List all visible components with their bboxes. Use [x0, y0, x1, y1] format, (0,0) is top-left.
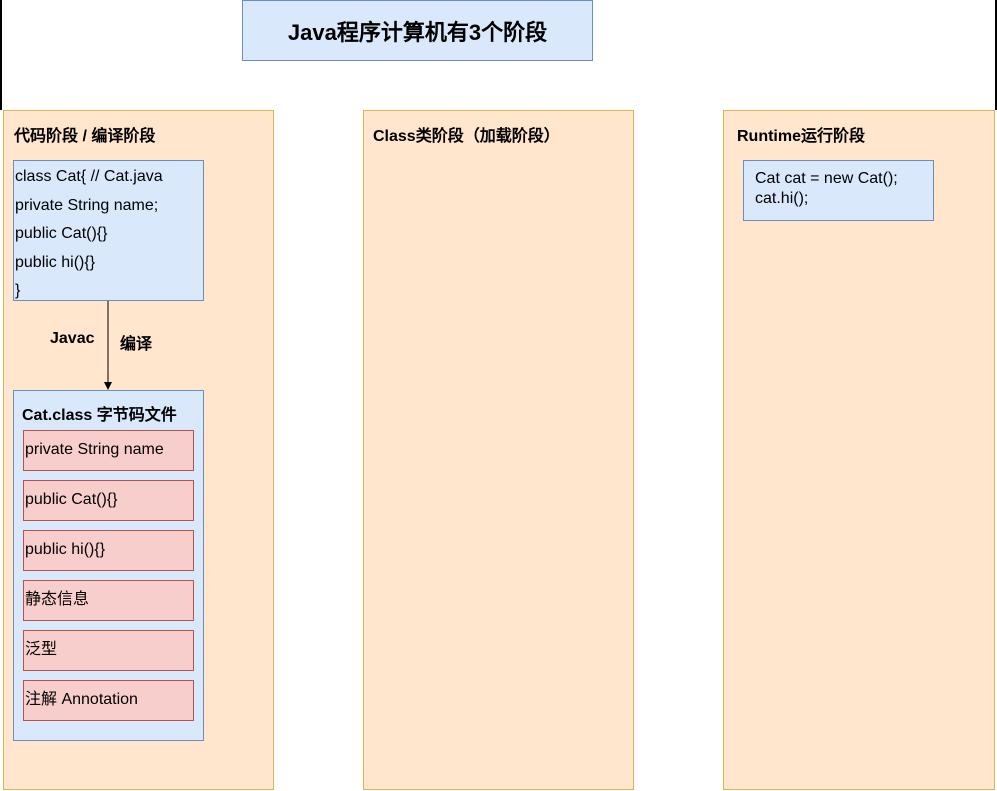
compile-arrow	[104, 301, 112, 390]
source-code-line: private String name;	[15, 196, 159, 214]
bytecode-member: 泛型	[23, 630, 194, 671]
stage-title-runtime: Runtime运行阶段	[737, 128, 866, 145]
runtime-code-line: cat.hi();	[755, 190, 809, 207]
bytecode-file-title: Cat.class 字节码文件	[22, 407, 177, 424]
stage-class-loading: Class类阶段（加载阶段）	[363, 110, 634, 790]
diagram-title: Java程序计算机有3个阶段	[242, 0, 593, 61]
compile-tool-label: Javac	[50, 330, 95, 347]
stage-runtime: Runtime运行阶段	[723, 110, 995, 790]
runtime-code-box: Cat cat = new Cat(); cat.hi();	[743, 160, 934, 221]
source-code-box: class Cat{ // Cat.java private String na…	[13, 160, 204, 301]
canvas-right-edge	[995, 0, 997, 110]
stage-title-class-loading: Class类阶段（加载阶段）	[373, 128, 560, 145]
source-code-line: public hi(){}	[15, 253, 96, 271]
runtime-code-line: Cat cat = new Cat();	[755, 170, 898, 187]
bytecode-member: private String name	[23, 430, 194, 471]
bytecode-member: 静态信息	[23, 580, 194, 621]
compile-action-label: 编译	[120, 336, 153, 353]
source-code-line: }	[15, 282, 21, 300]
bytecode-member: public Cat(){}	[23, 480, 194, 521]
stage-title-code-compile: 代码阶段 / 编译阶段	[14, 128, 156, 145]
source-code-line: class Cat{ // Cat.java	[15, 168, 163, 185]
bytecode-member: 注解 Annotation	[23, 680, 194, 721]
canvas-left-edge	[0, 0, 2, 110]
bytecode-member: public hi(){}	[23, 530, 194, 571]
source-code-line: public Cat(){}	[15, 225, 108, 243]
